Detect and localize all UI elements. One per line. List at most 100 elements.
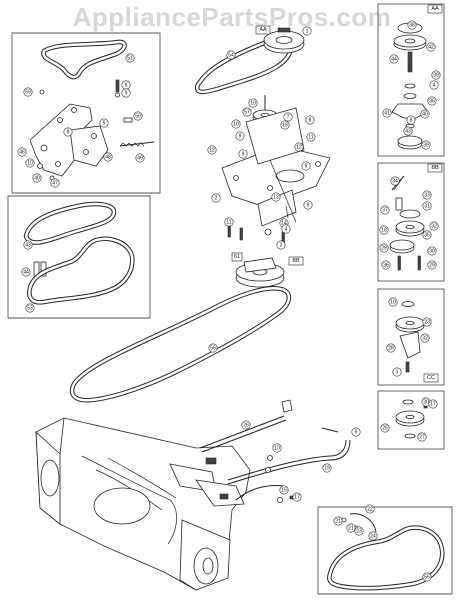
tag-61: 61	[231, 252, 243, 262]
callout-11: 11	[224, 217, 234, 227]
svg-text:25: 25	[382, 425, 388, 431]
callout-17: 17	[292, 492, 302, 502]
svg-text:33: 33	[424, 192, 430, 198]
svg-text:26: 26	[243, 422, 249, 428]
svg-text:3: 3	[280, 242, 283, 248]
svg-text:21: 21	[335, 518, 341, 524]
engine-pulley-1	[263, 27, 305, 54]
callout-15: 15	[279, 485, 289, 495]
svg-text:61: 61	[234, 254, 240, 260]
svg-text:15: 15	[281, 487, 287, 493]
tag-aa-detail-label: AA	[431, 6, 439, 12]
svg-text:14: 14	[281, 220, 287, 226]
callout-25: 25	[380, 423, 390, 433]
callout-13: 13	[271, 192, 281, 202]
svg-text:11: 11	[308, 134, 313, 140]
callout-40: 40	[420, 109, 430, 119]
callout-36: 36	[427, 96, 437, 106]
tag-cc-detail: CC	[423, 373, 439, 383]
callout-30: 30	[427, 246, 437, 256]
svg-text:31: 31	[424, 203, 430, 209]
svg-text:6: 6	[125, 82, 128, 88]
callout-53: 53	[25, 303, 35, 313]
callout-55: 55	[422, 572, 432, 582]
callout-34: 34	[390, 176, 400, 186]
callout-51: 51	[125, 53, 135, 63]
detail-box-belts	[7, 195, 151, 319]
callout-9: 9	[121, 88, 131, 98]
callout-21: 21	[346, 523, 356, 533]
detail-box-pulley	[377, 390, 445, 450]
svg-text:56: 56	[210, 345, 216, 351]
callout-26: 26	[241, 420, 251, 430]
callout-24: 24	[368, 531, 378, 541]
svg-text:7: 7	[287, 114, 290, 120]
callout-33: 33	[422, 190, 432, 200]
auger-pulley-bb	[235, 257, 285, 288]
svg-text:1: 1	[306, 28, 309, 34]
svg-text:10: 10	[233, 121, 239, 127]
svg-text:29: 29	[429, 262, 435, 268]
callout-11: 11	[306, 132, 316, 142]
svg-text:59: 59	[25, 89, 31, 95]
tag-bb-detail-label: BB	[431, 165, 439, 171]
callout-23: 23	[422, 317, 432, 327]
svg-text:24: 24	[370, 533, 376, 539]
callout-5: 5	[351, 427, 361, 437]
svg-text:4: 4	[433, 82, 436, 88]
svg-text:3: 3	[396, 369, 399, 375]
svg-text:18: 18	[282, 122, 288, 128]
callout-17: 17	[428, 399, 438, 409]
svg-text:30: 30	[429, 248, 435, 254]
bb-parts	[389, 175, 425, 271]
svg-text:9: 9	[239, 133, 242, 139]
callout-43: 43	[403, 126, 413, 136]
svg-text:5: 5	[103, 120, 106, 126]
svg-text:27: 27	[419, 434, 425, 440]
svg-text:12: 12	[296, 144, 302, 150]
belt-43	[23, 201, 117, 245]
control-rod-19	[227, 427, 351, 485]
callout-19: 19	[322, 463, 332, 473]
svg-text:47: 47	[52, 180, 58, 186]
tag-cc-detail-label: CC	[427, 375, 435, 381]
tag-aa-top: AA	[255, 25, 271, 35]
callout-1: 1	[302, 26, 312, 36]
callout-37: 37	[380, 205, 390, 215]
svg-text:36: 36	[383, 262, 389, 268]
callout-3: 3	[276, 240, 286, 250]
callout-56: 56	[208, 343, 218, 353]
svg-text:29: 29	[381, 245, 387, 251]
callout-32: 32	[420, 333, 430, 343]
callout-27: 27	[417, 432, 427, 442]
svg-text:4: 4	[285, 226, 288, 232]
svg-text:57: 57	[244, 109, 250, 115]
callout-3: 3	[392, 367, 402, 377]
svg-text:18: 18	[381, 227, 387, 233]
svg-text:2: 2	[215, 195, 218, 201]
callout-44: 44	[21, 267, 31, 277]
callout-8: 8	[305, 115, 315, 125]
svg-text:46: 46	[19, 149, 25, 155]
svg-text:19: 19	[324, 465, 330, 471]
detail-box-bb	[377, 162, 445, 282]
callout-8: 8	[406, 115, 416, 125]
svg-text:44: 44	[391, 56, 397, 62]
callout-36: 36	[381, 260, 391, 270]
svg-text:40: 40	[422, 111, 428, 117]
callout-5: 5	[99, 118, 109, 128]
svg-text:28: 28	[388, 345, 394, 351]
bracket-48	[69, 125, 109, 167]
callout-38: 38	[407, 20, 417, 30]
callout-42: 42	[426, 42, 436, 52]
callout-8: 8	[63, 127, 73, 137]
belt-56	[69, 286, 292, 403]
callout-32: 32	[429, 221, 439, 231]
callout-47: 47	[50, 178, 60, 188]
callout-12: 12	[207, 145, 217, 155]
callout-6: 6	[121, 80, 131, 90]
callout-2: 2	[211, 193, 221, 203]
svg-text:17: 17	[430, 401, 436, 407]
